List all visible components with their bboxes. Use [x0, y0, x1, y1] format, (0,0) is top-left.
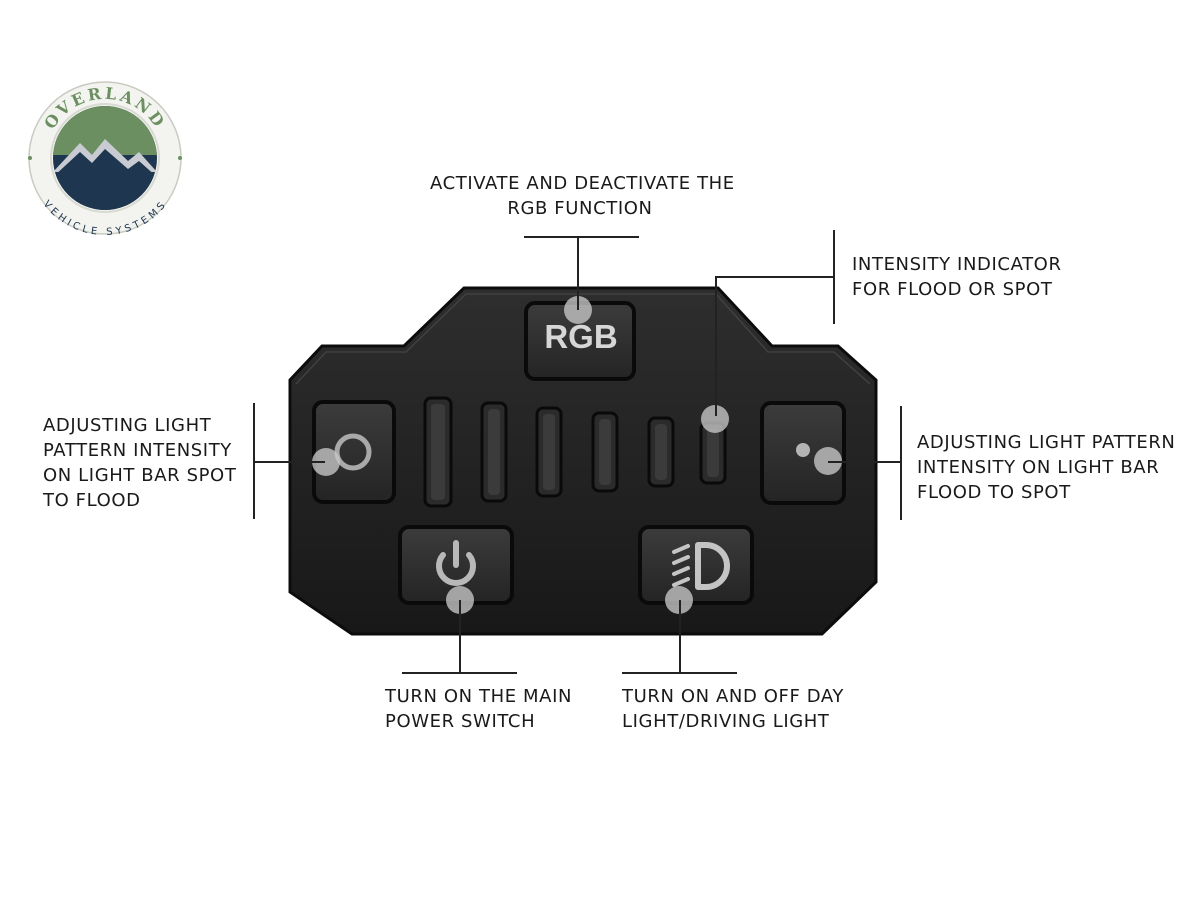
power-callout: TURN ON THE MAIN POWER SWITCH	[385, 686, 573, 732]
overland-logo: OVERLAND VEHICLE SYSTEMS	[28, 81, 182, 238]
daylight-leader	[679, 600, 681, 673]
flood-to-spot-button[interactable]	[760, 401, 846, 505]
flood-circle-icon	[334, 433, 372, 471]
rgb-callout: ACTIVATE AND DEACTIVATE THE RGB FUNCTION	[430, 173, 735, 219]
power-leader	[459, 600, 461, 673]
intensity-indicator	[423, 396, 727, 508]
daylight-callout: TURN ON AND OFF DAY LIGHT/DRIVING LIGHT	[622, 686, 845, 732]
spot-dot-icon	[796, 443, 810, 457]
flood-to-spot-callout: ADJUSTING LIGHT PATTERN INTENSITY ON LIG…	[917, 432, 1176, 503]
spot-to-flood-button[interactable]	[312, 400, 396, 504]
power-icon	[436, 552, 476, 586]
indicator-callout: INTENSITY INDICATOR FOR FLOOD OR SPOT	[852, 254, 1062, 300]
flood-to-spot-leader	[900, 406, 902, 520]
rgb-leader	[524, 236, 639, 238]
driving-light-icon	[672, 542, 730, 590]
day-light-button[interactable]	[638, 525, 754, 605]
rgb-button-label: RGB	[544, 318, 618, 355]
spot-to-flood-callout: ADJUSTING LIGHT PATTERN INTENSITY ON LIG…	[43, 415, 237, 511]
